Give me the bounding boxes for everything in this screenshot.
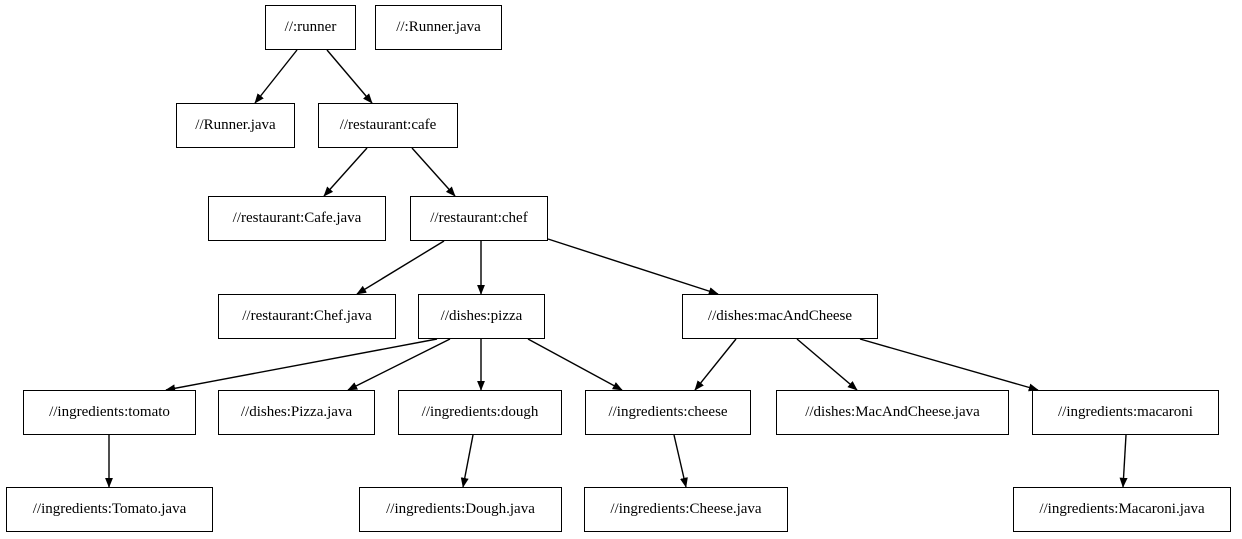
graph-node-chef_java[interactable]: //restaurant:Chef.java — [218, 294, 396, 339]
graph-edge-ing_cheese-to-cheese_java — [673, 434, 688, 488]
graph-edge-dishes_pizza-to-pizza_java — [347, 338, 451, 391]
graph-node-runner_java_root[interactable]: //:Runner.java — [375, 5, 502, 50]
graph-node-label: //:Runner.java — [396, 19, 481, 35]
graph-node-runner[interactable]: //:runner — [265, 5, 356, 50]
graph-node-dishes_mac[interactable]: //dishes:macAndCheese — [682, 294, 878, 339]
graph-node-label: //restaurant:chef — [430, 210, 528, 226]
graph-node-label: //dishes:Pizza.java — [240, 404, 353, 420]
graph-node-label: //dishes:pizza — [440, 308, 523, 324]
graph-node-label: //restaurant:Cafe.java — [232, 210, 362, 226]
graph-node-cheese_java[interactable]: //ingredients:Cheese.java — [584, 487, 788, 532]
graph-edge-ing_macaroni-to-macaroni_java — [1119, 434, 1128, 488]
graph-node-label: //Runner.java — [195, 117, 276, 133]
graph-node-tomato_java[interactable]: //ingredients:Tomato.java — [6, 487, 213, 532]
graph-node-label: //dishes:macAndCheese — [707, 308, 853, 324]
graph-node-label: //ingredients:macaroni — [1058, 404, 1193, 420]
graph-edge-dishes_pizza-to-ing_cheese — [527, 338, 623, 391]
graph-node-label: //ingredients:tomato — [49, 404, 170, 420]
graph-node-dough_java[interactable]: //ingredients:Dough.java — [359, 487, 562, 532]
graph-node-label: //ingredients:Macaroni.java — [1039, 501, 1205, 517]
graph-node-label: //restaurant:cafe — [339, 117, 437, 133]
graph-node-macaroni_java[interactable]: //ingredients:Macaroni.java — [1013, 487, 1231, 532]
graph-node-dishes_pizza[interactable]: //dishes:pizza — [418, 294, 545, 339]
graph-edge-restaurant_cafe-to-cafe_java — [323, 147, 368, 197]
graph-node-ing_cheese[interactable]: //ingredients:cheese — [585, 390, 751, 435]
graph-node-ing_dough[interactable]: //ingredients:dough — [398, 390, 562, 435]
graph-node-ing_macaroni[interactable]: //ingredients:macaroni — [1032, 390, 1219, 435]
graph-node-runner_java[interactable]: //Runner.java — [176, 103, 295, 148]
graph-node-pizza_java[interactable]: //dishes:Pizza.java — [218, 390, 375, 435]
graph-node-ing_tomato[interactable]: //ingredients:tomato — [23, 390, 196, 435]
graph-node-mac_java[interactable]: //dishes:MacAndCheese.java — [776, 390, 1009, 435]
graph-edge-dishes_mac-to-ing_macaroni — [859, 338, 1039, 392]
graph-edge-runner-to-runner_java — [254, 49, 298, 104]
graph-edge-restaurant_chef-to-dishes_mac — [547, 238, 719, 295]
graph-node-label: //dishes:MacAndCheese.java — [805, 404, 980, 420]
graph-node-restaurant_cafe[interactable]: //restaurant:cafe — [318, 103, 458, 148]
graph-edge-runner-to-restaurant_cafe — [326, 49, 373, 104]
graph-node-label: //ingredients:Dough.java — [386, 501, 535, 517]
graph-edge-dishes_mac-to-mac_java — [796, 338, 858, 391]
graph-edge-dishes_pizza-to-ing_tomato — [165, 338, 438, 393]
graph-node-label: //ingredients:cheese — [608, 404, 728, 420]
graph-node-restaurant_chef[interactable]: //restaurant:chef — [410, 196, 548, 241]
graph-node-label: //restaurant:Chef.java — [242, 308, 372, 324]
graph-node-label: //ingredients:Cheese.java — [610, 501, 762, 517]
graph-edge-dishes_mac-to-ing_cheese — [694, 338, 737, 391]
graph-edge-ing_dough-to-dough_java — [460, 434, 474, 488]
graph-edge-restaurant_chef-to-chef_java — [356, 240, 445, 295]
graph-edge-restaurant_cafe-to-restaurant_chef — [411, 147, 456, 197]
graph-node-label: //ingredients:dough — [421, 404, 539, 420]
graph-node-label: //:runner — [284, 19, 337, 35]
graph-node-cafe_java[interactable]: //restaurant:Cafe.java — [208, 196, 386, 241]
graph-node-label: //ingredients:Tomato.java — [32, 501, 187, 517]
